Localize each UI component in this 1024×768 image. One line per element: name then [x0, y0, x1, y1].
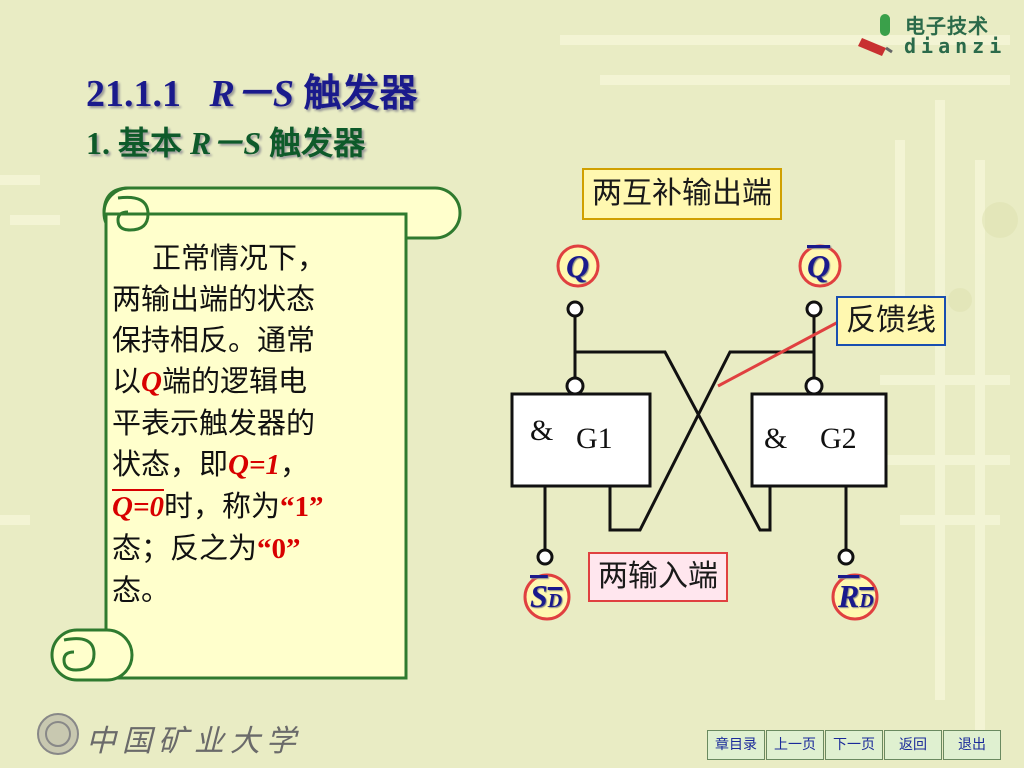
logo-text-cn: 电子技术 — [905, 14, 989, 38]
scroll-text-part: 状态，即 — [112, 447, 229, 481]
g2-and-symbol: & — [764, 422, 788, 455]
sd-subscript: D — [547, 590, 563, 612]
rd-input-label: RD — [838, 578, 874, 615]
rd-subscript: D — [859, 590, 874, 612]
q-equals-1: Q=1 — [228, 449, 280, 481]
nav-chapter-toc-button[interactable]: 章目录 — [707, 730, 765, 760]
rd-main: R — [838, 578, 860, 614]
qbar-output-label: Q — [807, 248, 831, 284]
state-zero: “0” — [257, 533, 301, 565]
scroll-text-part: 时，称为 — [163, 489, 280, 523]
scroll-line: Q=0时，称为“1” — [112, 486, 402, 528]
q-output-label: Q — [566, 248, 590, 284]
subtitle-rs: R－S — [190, 125, 262, 161]
nav-back-button[interactable]: 返回 — [884, 730, 942, 760]
scroll-text-part: 端的逻辑电 — [161, 364, 307, 398]
complementary-outputs-label: 两互补输出端 — [582, 168, 782, 220]
scroll-text-part: ， — [279, 447, 309, 481]
logo-text-en: dianzi — [904, 34, 1007, 58]
scroll-shape — [50, 186, 462, 682]
nav-prev-page-button[interactable]: 上一页 — [766, 730, 824, 760]
title-number: 21.1.1 — [86, 73, 181, 115]
scroll-line: 两输出端的状态 — [112, 282, 316, 316]
dianzi-logo-icon — [858, 14, 893, 56]
state-one: “1” — [279, 491, 324, 523]
g1-label: G1 — [576, 422, 613, 455]
subtitle-cn2: 触发器 — [269, 125, 366, 161]
scroll-line: 保持相反。通常 — [112, 323, 316, 357]
sd-main: S — [530, 578, 548, 614]
scroll-line: 状态，即Q=1， — [112, 444, 402, 486]
scroll-line: 态；反之为“0” — [112, 528, 402, 570]
two-inputs-label: 两输入端 — [588, 552, 728, 602]
scroll-line: 正常情况下， — [152, 241, 327, 275]
subtitle-cn1: 基本 — [118, 125, 183, 161]
sd-input-label: SD — [530, 578, 562, 615]
g2-label: G2 — [820, 422, 857, 455]
qbar-equals-0: Q=0 — [112, 491, 164, 523]
scroll-line: 以Q端的逻辑电 — [112, 361, 402, 403]
feedback-line-label: 反馈线 — [836, 296, 946, 346]
scroll-text-part: 以 — [112, 364, 142, 398]
q-symbol: Q — [141, 366, 162, 398]
school-emblem-icon — [37, 713, 79, 755]
school-name: 中国矿业大学 — [86, 724, 302, 759]
scroll-description: 正常情况下， 两输出端的状态 保持相反。通常 以Q端的逻辑电 平表示触发器的 状… — [112, 238, 402, 611]
scroll-text-part: 态；反之为 — [112, 531, 258, 565]
title-cn: 触发器 — [303, 73, 418, 115]
nav-next-page-button[interactable]: 下一页 — [825, 730, 883, 760]
title-rs: R－S — [209, 73, 294, 115]
scroll-line: 平表示触发器的 — [112, 406, 316, 440]
nav-exit-button[interactable]: 退出 — [943, 730, 1001, 760]
scroll-line: 态。 — [112, 573, 171, 607]
page-title: 21.1.1 R－S 触发器 — [86, 62, 418, 117]
subtitle-number: 1. — [86, 125, 110, 161]
page-subtitle: 1. 基本 R－S 触发器 — [86, 118, 365, 164]
g1-and-symbol: & — [530, 414, 554, 447]
